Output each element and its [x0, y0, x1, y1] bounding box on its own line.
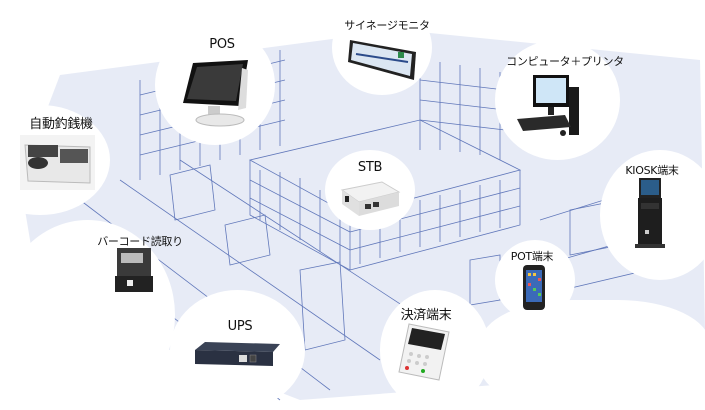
- payment-label: 決済端末: [400, 308, 452, 323]
- barcode-label: バーコード読取り: [97, 235, 183, 248]
- stb-label: STB: [357, 160, 383, 175]
- automatic-change-machine-icon: [20, 135, 95, 190]
- pc-printer-label: コンピュータ＋プリンタ: [506, 55, 624, 68]
- handheld-terminal-icon: [523, 265, 545, 310]
- ups-label: UPS: [227, 319, 253, 334]
- set-top-box-icon: [340, 181, 401, 216]
- kiosk-terminal-icon: [635, 178, 665, 248]
- desktop-computer-icon: [517, 75, 579, 136]
- touchscreen-pos-terminal-icon: [183, 60, 248, 127]
- pot-label: POT端末: [510, 250, 554, 263]
- kiosk-label: KIOSK端末: [625, 164, 679, 177]
- ups-unit-icon: [195, 342, 280, 366]
- signage-label: サイネージモニタ: [344, 19, 430, 32]
- change-machine-label: 自動釣銭機: [29, 117, 93, 132]
- payment-terminal-icon: [398, 323, 450, 381]
- bottom-right-blank: [480, 300, 705, 410]
- pos-label: POS: [209, 37, 235, 52]
- barcode-reader-icon: [115, 248, 153, 292]
- signage-monitor-icon: [348, 40, 416, 80]
